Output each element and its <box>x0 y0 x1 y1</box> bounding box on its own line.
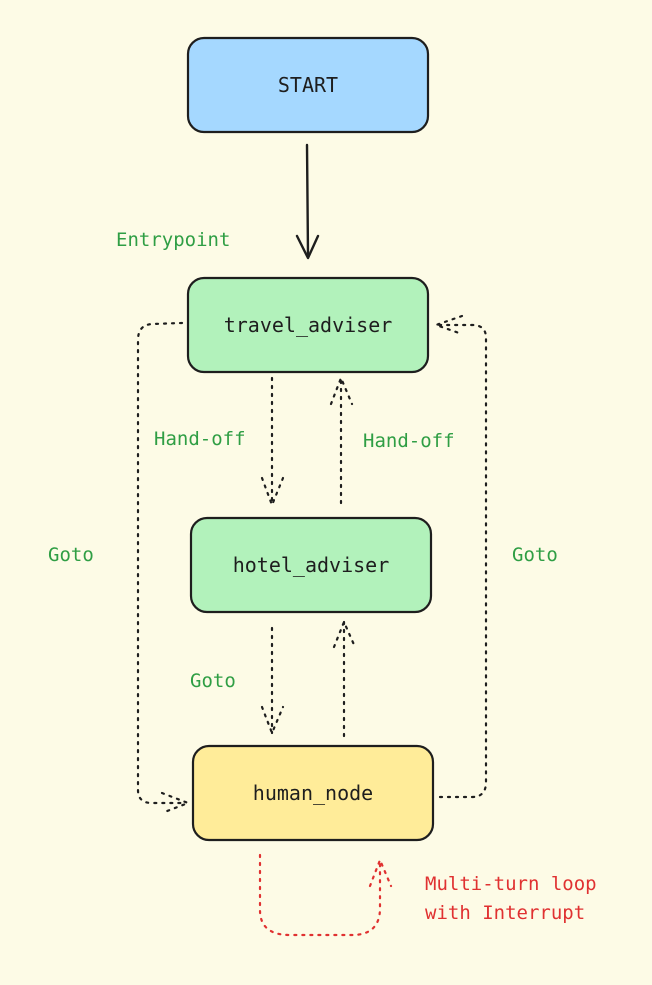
edge-human-to-travel-right <box>432 314 488 799</box>
edge-label-loop-line1: Multi-turn loop <box>425 873 597 895</box>
node-start: START <box>186 36 430 134</box>
edge-hotel-to-human <box>260 626 285 736</box>
node-human-node-label: human_node <box>253 781 373 805</box>
edge-label-goto-center: Goto <box>190 670 236 692</box>
node-start-label: START <box>278 73 338 97</box>
edge-label-handoff-down: Hand-off <box>154 428 246 450</box>
edge-label-goto-left: Goto <box>48 544 94 566</box>
node-hotel-adviser: hotel_adviser <box>189 516 433 614</box>
edge-label-handoff-up: Hand-off <box>363 430 455 452</box>
edge-human-self-loop <box>258 853 393 937</box>
node-travel-adviser: travel_adviser <box>186 276 430 374</box>
edge-label-entrypoint: Entrypoint <box>116 229 230 251</box>
node-hotel-adviser-label: hotel_adviser <box>233 553 390 577</box>
edge-human-to-hotel <box>332 619 357 738</box>
edge-travel-to-hotel <box>260 376 285 509</box>
node-human-node: human_node <box>191 744 435 842</box>
edge-start-to-travel <box>295 143 320 260</box>
edge-label-goto-right: Goto <box>512 544 558 566</box>
edge-hotel-to-travel <box>329 375 354 505</box>
edge-label-loop-line2: with Interrupt <box>425 902 585 924</box>
node-travel-adviser-label: travel_adviser <box>224 313 393 337</box>
edge-travel-to-human-left <box>136 321 192 815</box>
